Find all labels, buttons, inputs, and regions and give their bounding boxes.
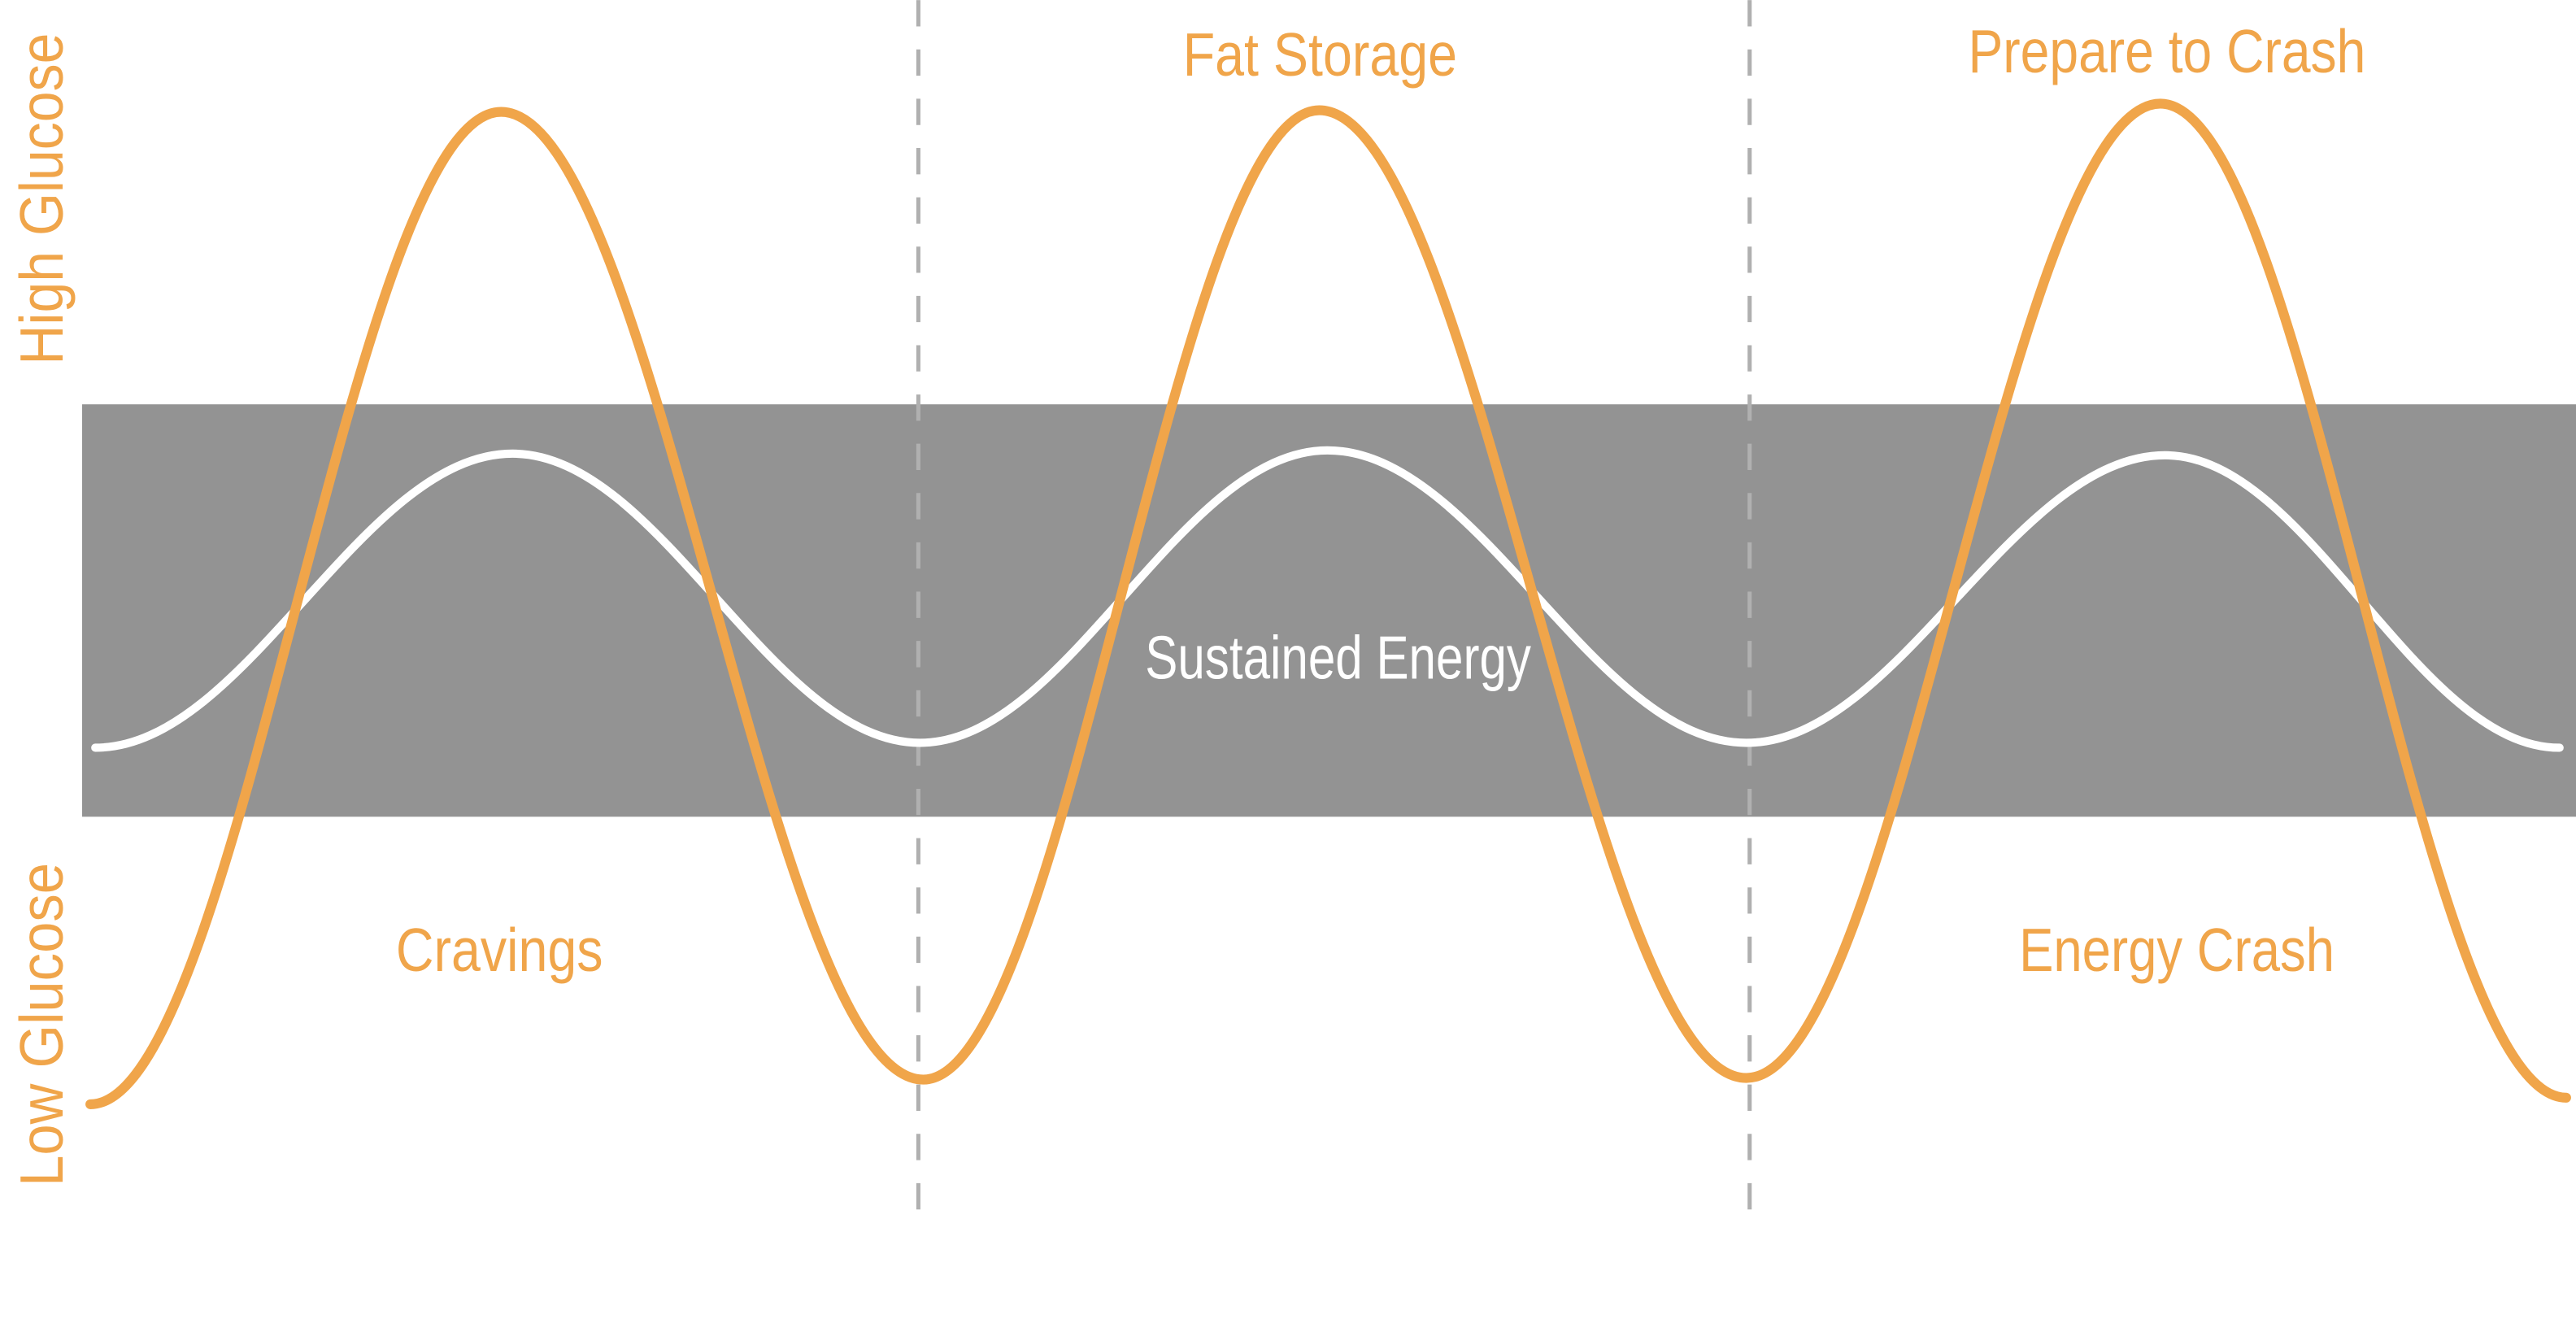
zone-label-fat-storage: Fat Storage <box>1183 20 1457 89</box>
high-glucose-label: High Glucose <box>7 33 76 365</box>
zone-label-prepare-to-crash: Prepare to Crash <box>1968 17 2365 85</box>
zone-label-sustained-energy: Sustained Energy <box>1145 624 1531 692</box>
low-glucose-label: Low Glucose <box>7 863 76 1186</box>
sustained-energy-curve <box>91 446 2564 752</box>
zone-label-cravings: Cravings <box>396 916 603 984</box>
glucose-spike-curve <box>85 98 2571 1109</box>
zone-label-energy-crash: Energy Crash <box>2019 916 2334 984</box>
sustained-energy-band <box>82 404 2576 817</box>
